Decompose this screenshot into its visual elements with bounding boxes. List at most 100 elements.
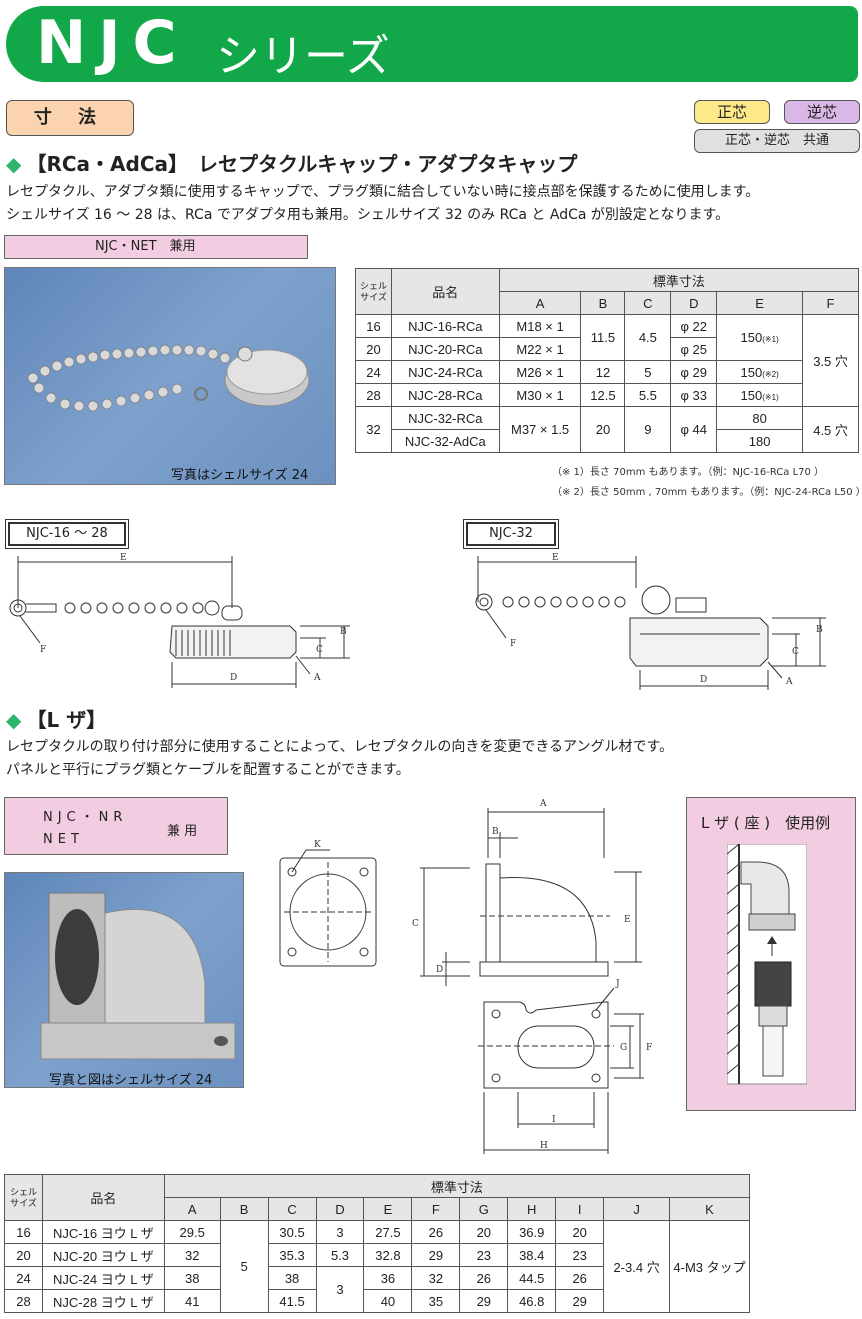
cap-chain-illustration [27,344,310,412]
lza-th-name: 品名 [41,1174,165,1221]
lza-th-std: 標準寸法 [163,1174,751,1198]
dim-F: F [646,1043,652,1053]
lza-compat-3: 兼 用 [167,824,198,839]
cell-note: (※1) [762,335,779,344]
cell: φ 22 [670,314,718,338]
cell: φ 44 [670,406,718,453]
rca-spec-table: シェル サイズ 品名 標準寸法 A B C D E F 16 NJC-16-RC… [355,268,860,453]
cell: 46.8 [507,1289,557,1313]
cell: 38 [163,1266,221,1290]
table-row: 28 NJC-28-RCa M30 × 1 12.5 5.5 φ 33 150(… [355,383,859,407]
table-row: 20 NJC-20 ヨウ L ザ 32 35.3 5.3 32.8 29 23 … [4,1243,750,1267]
cell: 36 [363,1266,413,1290]
cell-note: (※2) [762,369,779,379]
dim-C: C [792,647,799,657]
lza-th-shell: シェル サイズ [4,1174,43,1221]
cell: 11.5 [580,314,626,361]
cell: 12.5 [580,383,626,407]
cell: 35.3 [267,1243,317,1267]
lza-th-col: J [603,1197,671,1221]
cell: 4.5 [624,314,672,361]
cell: 4.5 穴 [802,406,859,453]
dim-K: K [314,840,321,850]
lza-compat-1: NJC・NR [43,810,128,825]
cell: NJC-24-RCa [390,360,500,384]
rca-th-name: 品名 [390,268,500,315]
rca-note-1: （※ 1）長さ 70mm もあります。（例：NJC-16-RCa L70 ） [552,467,825,478]
dim-G: G [620,1043,627,1053]
cell: 27.5 [363,1220,413,1244]
rca-note-2: （※ 2）長さ 50mm , 70mm もあります。（例：NJC-24-RCa … [552,487,862,498]
lza-spec-table: シェル サイズ 品名 標準寸法 A B C D E F G H I J K 16… [4,1174,751,1313]
cell: NJC-32-RCa [390,406,500,430]
lza-compat-2: NET [43,832,84,847]
lza-th-col: H [507,1197,557,1221]
cell: 3 [315,1220,365,1244]
cell: 16 [355,314,392,338]
cell: 29.5 [163,1220,221,1244]
cell: 26 [411,1220,461,1244]
lza-th-col: B [219,1197,269,1221]
rca-description: レセプタクル、アダプタ類に使用するキャップで、プラグ類に結合していない時に接点部… [6,181,858,227]
dim-A: A [313,673,321,683]
cell: 32 [355,406,392,453]
cell: 35 [411,1289,461,1313]
rca-photo: 写真はシェルサイズ 24 [4,267,336,485]
drawing-label-njc16-28: NJC-16 ～ 28 [5,519,129,549]
dim-B: B [816,625,823,635]
cell: 36.9 [507,1220,557,1244]
table-row: 28 NJC-28 ヨウ L ザ 41 41.5 40 35 29 46.8 2… [4,1289,750,1313]
cell: M18 × 1 [498,314,582,338]
dim-A: A [785,677,793,687]
dim-D: D [700,675,707,685]
badge-shoshin: 正芯 [694,100,770,124]
cell: 5 [219,1220,269,1313]
table-row: 24 NJC-24-RCa M26 × 1 12 5 φ 29 150(※2) [355,360,859,384]
cell: 30.5 [267,1220,317,1244]
cell: 38.4 [507,1243,557,1267]
dim-D: D [436,965,443,975]
rca-dimension-drawings: E F C B D A E F C B D A [9,553,826,690]
cell: M30 × 1 [498,383,582,407]
rca-th-col: C [624,291,672,315]
cell: 41.5 [267,1289,317,1313]
cell-value: 150 [740,387,763,403]
cell: NJC-24 ヨウ L ザ [41,1266,165,1290]
series-header-banner: NJC シリーズ [6,6,858,82]
cell: 16 [4,1220,43,1244]
rca-th-col: A [498,291,582,315]
series-subtitle: シリーズ [216,31,390,82]
table-row: 16 NJC-16-RCa M18 × 1 11.5 4.5 φ 22 150 (… [355,314,859,407]
cell: 44.5 [507,1266,557,1290]
rca-title: 【RCa・AdCa】 レセプタクルキャップ・アダプタキャップ [26,152,578,176]
lza-th-col: I [555,1197,605,1221]
cell: 80 [716,406,804,430]
lza-th-col: E [363,1197,413,1221]
cell: NJC-28-RCa [390,383,500,407]
rca-photo-caption: 写真はシェルサイズ 24 [171,468,309,483]
cell: NJC-16-RCa [390,314,500,338]
cell: 20 [459,1220,509,1244]
rca-th-col: D [670,291,718,315]
cell: 29 [555,1289,605,1313]
cell: 3 [315,1266,365,1313]
badge-common: 正芯・逆芯 共通 [694,129,860,153]
cell: 28 [4,1289,43,1313]
cell: 5.3 [315,1243,365,1267]
cell: 32 [163,1243,221,1267]
section-label-dimensions: 寸 法 [6,100,134,136]
lza-description: レセプタクルの取り付け部分に使用することによって、レセプタクルの向きを変更できる… [6,736,858,782]
table-row: NJC-32-AdCa 180 [356,429,859,453]
cell: M22 × 1 [498,337,582,361]
cell: 32 [411,1266,461,1290]
cell: 20 [355,337,392,361]
cell: 20 [4,1243,43,1267]
rca-th-col: B [580,291,626,315]
dim-C: C [316,645,323,655]
cell: 26 [459,1266,509,1290]
cell: 2-3.4 穴 [603,1220,671,1313]
diamond-bullet-icon: ◆ [6,152,22,176]
rca-compat-label: NJC・NET 兼用 [4,235,308,259]
lza-th-col: F [411,1197,461,1221]
cell: NJC-28 ヨウ L ザ [41,1289,165,1313]
